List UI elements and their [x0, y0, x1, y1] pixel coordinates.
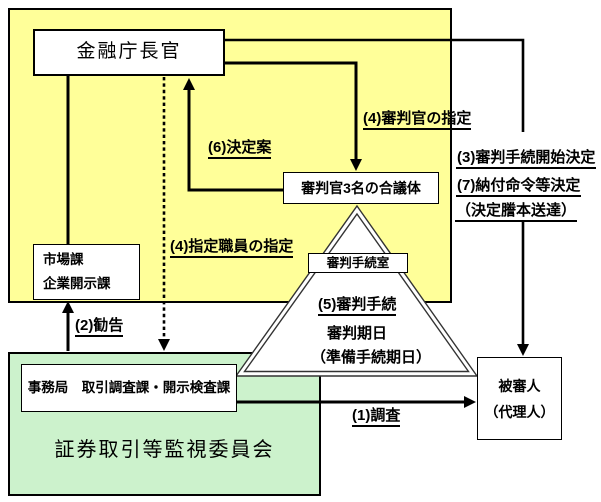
label-hearing-date: 審判期日 — [327, 325, 388, 342]
respondent-line2: （代理人） — [484, 403, 555, 420]
label-recommendation: (2)勧告 — [75, 317, 124, 338]
hearing-triangle-inner — [243, 212, 470, 373]
arrow-recommendation-head — [62, 301, 74, 313]
arrow-investigation-head — [464, 396, 476, 408]
label-hearing-start-decision: (3)審判手続開始決定 — [456, 149, 597, 170]
arrow-decisions-shaft-upper — [225, 38, 525, 132]
node-tribunal-panel: 審判官3名の合議体 — [283, 172, 439, 204]
market-division-line2: 企業開示課 — [43, 276, 111, 291]
arrow-staff-designation-head — [158, 339, 170, 351]
respondent-line1: 被審人 — [498, 377, 541, 394]
node-fsa-commissioner: 金融庁長官 — [33, 29, 225, 76]
arrow-examiner-designation-shaft — [225, 61, 358, 162]
arrow-decisions-head — [517, 344, 529, 356]
hearing-triangle-outer — [234, 204, 479, 377]
label-hearing-procedure: (5)審判手続 — [318, 296, 397, 317]
arrow-examiner-designation-head — [350, 159, 362, 171]
node-respondent: 被審人 （代理人） — [477, 357, 562, 440]
node-secretariat: 事務局 取引調査課・開示検査課 — [21, 364, 237, 412]
label-prep-date: （準備手続期日） — [311, 349, 432, 366]
node-hearing-office: 審判手続室 — [308, 253, 408, 273]
arrow-draft-decision-head — [183, 78, 195, 90]
node-market-division: 市場課 企業開示課 — [33, 244, 140, 300]
market-division-line1: 市場課 — [43, 252, 84, 267]
label-staff-designation: (4)指定職員の指定 — [170, 238, 294, 259]
arrow-draft-decision-shaft — [187, 88, 283, 192]
label-draft-decision: (6)決定案 — [208, 139, 272, 160]
label-transcript-delivery: （決定謄本送達） — [455, 202, 578, 223]
sesc-title: 証券取引等監視委員会 — [54, 439, 275, 461]
label-examiner-designation: (4)審判官の指定 — [363, 110, 472, 131]
label-payment-order-decision: (7)納付命令等決定 — [456, 177, 582, 198]
label-investigation: (1)調査 — [352, 407, 401, 428]
